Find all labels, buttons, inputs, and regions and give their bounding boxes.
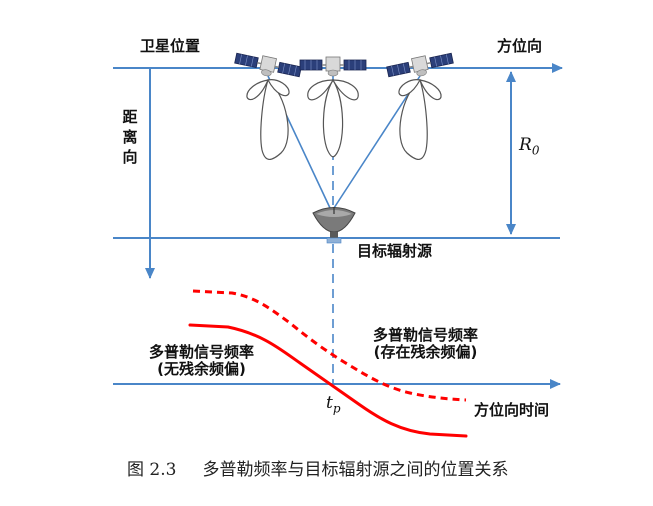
doppler-offset-line1: 多普勒信号频率 (373, 326, 479, 344)
radar-antenna-icon (312, 207, 356, 244)
doppler-offset-line2: (存在残余频偏) (373, 343, 478, 362)
beam-lobes-left (246, 78, 290, 160)
azimuth-direction-label: 方位向 (497, 37, 543, 55)
beam-line-right (333, 75, 421, 209)
satellite-position-label: 卫星位置 (140, 37, 201, 55)
tp-symbol: t (326, 393, 333, 413)
tp-label: tp (326, 393, 341, 415)
satellite-icon (234, 52, 302, 78)
tp-subscript: p (332, 401, 341, 416)
r0-subscript: 0 (531, 143, 540, 158)
figure-caption-text: 多普勒频率与目标辐射源之间的位置关系 (202, 460, 509, 480)
figure-caption: 图 2.3 多普勒频率与目标辐射源之间的位置关系 (127, 455, 508, 480)
doppler-no-offset-label: 多普勒信号频率 (无残余频偏) (149, 343, 255, 379)
satellite-icon (299, 56, 367, 77)
doppler-offset-label: 多普勒信号频率 (存在残余频偏) (373, 326, 479, 362)
range-direction-label: 距离向 (122, 108, 138, 166)
doppler-curve-no-offset (188, 323, 468, 438)
r0-symbol: R (519, 135, 532, 155)
doppler-no-offset-line2: (无残余频偏) (157, 360, 246, 379)
beam-lobes-right (398, 78, 442, 160)
r0-label: R0 (519, 135, 539, 157)
azimuth-time-label: 方位向时间 (474, 401, 550, 419)
doppler-curve-residual-offset (192, 289, 467, 402)
target-label: 目标辐射源 (357, 242, 433, 260)
figure-number: 图 2.3 (127, 460, 177, 480)
satellite-icon (386, 52, 454, 78)
beam-lobes-center (307, 78, 359, 158)
doppler-no-offset-line1: 多普勒信号频率 (149, 343, 255, 361)
